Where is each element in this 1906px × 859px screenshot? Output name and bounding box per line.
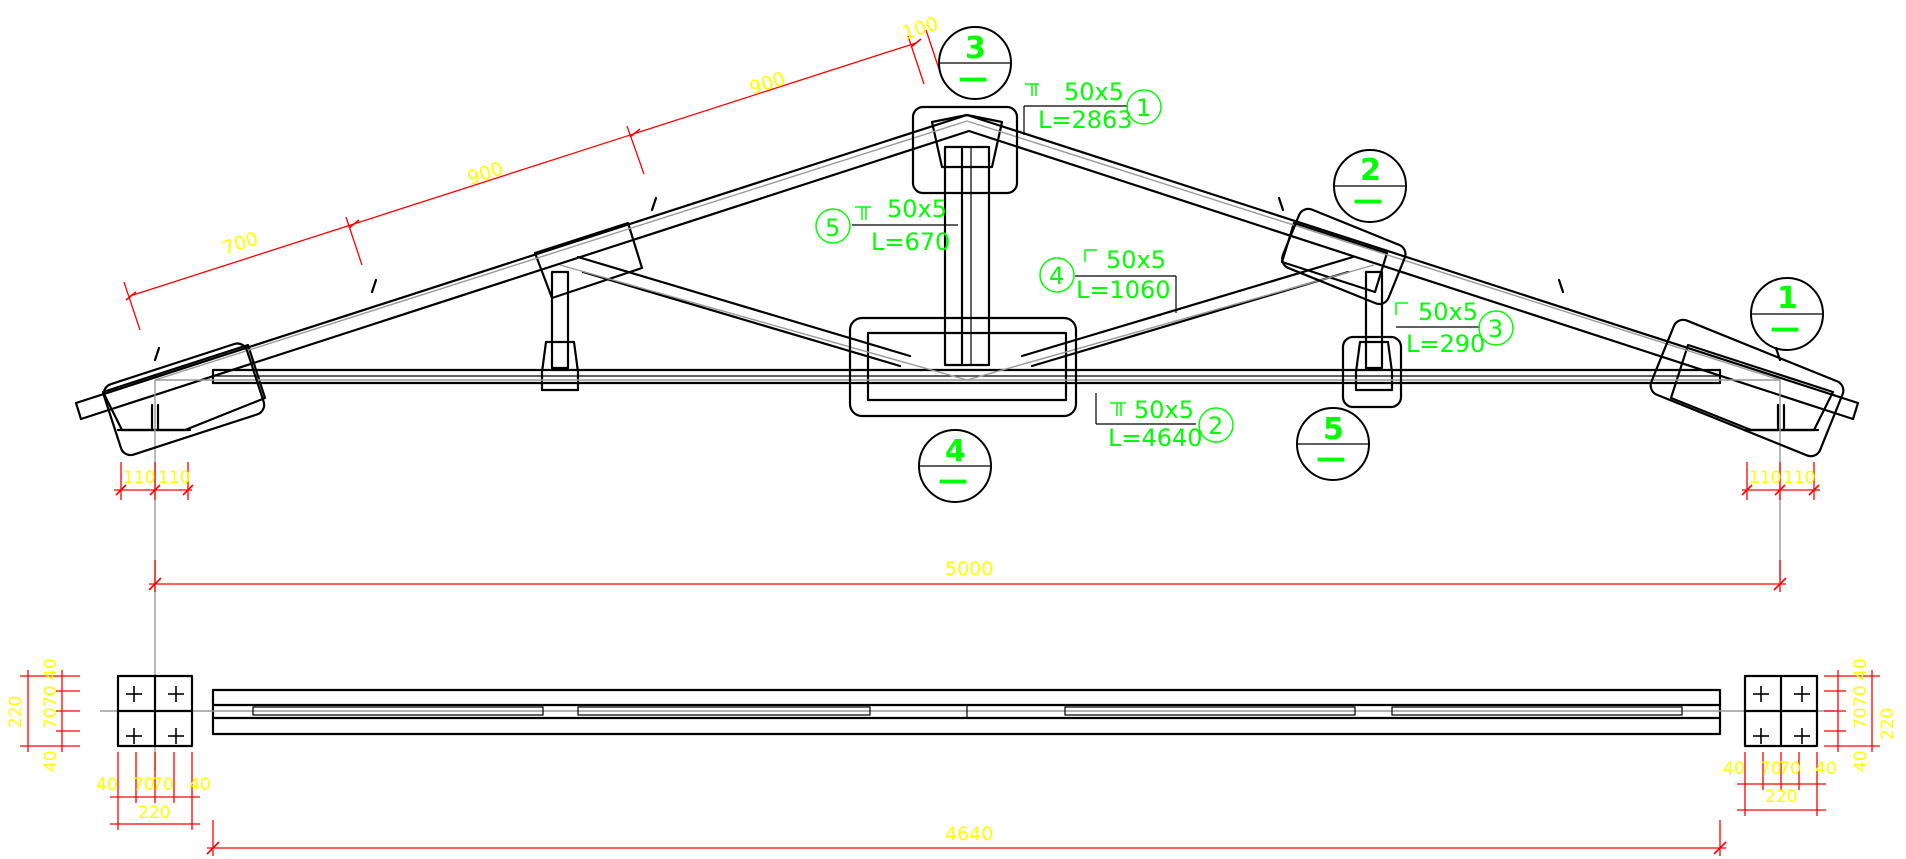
detail-2-number: 2 <box>1360 153 1381 188</box>
dim-plan-40-rv1: 40 <box>1851 658 1871 680</box>
member-3-length: L=290 <box>1406 330 1485 358</box>
dim-plan-70-rv2: 70 <box>1851 707 1871 729</box>
member-2-section: 50x5 <box>1134 396 1194 424</box>
dim-plan-70-lv2: 70 <box>41 707 61 729</box>
right-support <box>1669 343 1835 432</box>
vertical-left <box>540 270 580 392</box>
dim-plan-70-lh2: 70 <box>152 775 174 795</box>
detail-4-line: — <box>938 463 968 498</box>
top-chord-left <box>74 113 971 421</box>
detail-3-line: — <box>958 61 988 96</box>
dim-plan-40-lh1: 40 <box>96 775 118 795</box>
member-label-3: 50x5 L=290 3 <box>1395 298 1514 358</box>
member-1-section: 50x5 <box>1064 78 1124 106</box>
member-1-length: L=2863 <box>1038 106 1133 134</box>
detail-1-line: — <box>1770 311 1800 346</box>
truss-centerlines <box>154 120 1781 770</box>
dim-plan-40-rv2: 40 <box>1851 750 1871 772</box>
plan-right-v-dims: 40 70 70 40 220 <box>1824 658 1898 772</box>
left-support <box>101 343 267 432</box>
top-chord-dimensions: 700 900 900 100 <box>123 13 943 331</box>
dim-110-l1: 110 <box>123 468 155 488</box>
detail-5-number: 5 <box>1323 412 1344 447</box>
dim-plan-40-rh1: 40 <box>1723 759 1745 779</box>
plan-left-plate <box>116 674 194 748</box>
king-post <box>943 145 991 367</box>
bottom-chord <box>211 368 1722 385</box>
dim-plan-220-lh: 220 <box>138 803 170 823</box>
left-gusset <box>533 221 644 300</box>
detail-bubble-4: 4 — <box>918 429 992 503</box>
dim-plan-70-rh2: 70 <box>1779 759 1801 779</box>
dim-4640: 4640 <box>945 823 993 845</box>
detail-bubble-1: 1 — <box>1750 277 1824 351</box>
plan-right-plate <box>1743 674 1819 748</box>
dim-110-l2: 110 <box>158 468 190 488</box>
detail-bubble-5: 5 — <box>1296 407 1370 481</box>
detail-bubble-3: 3 — <box>938 26 1012 100</box>
dim-plan-40-rh2: 40 <box>1815 759 1837 779</box>
detail-bubble-2: 2 — <box>1333 149 1407 223</box>
detail-outlines <box>102 105 1845 458</box>
detail-3-number: 3 <box>965 31 986 66</box>
dim-plan-220-rv: 220 <box>1878 708 1898 740</box>
truss-elevation <box>74 105 1860 770</box>
dim-plan-40-lv1: 40 <box>41 658 61 680</box>
dim-plan-70-rh1: 70 <box>1760 759 1782 779</box>
dim-900-a: 900 <box>465 158 506 190</box>
dim-plan-40-lh2: 40 <box>189 775 211 795</box>
member-4-length: L=1060 <box>1076 276 1171 304</box>
plan-view: 220 40 70 70 40 40 70 70 40 220 <box>6 658 1898 856</box>
span-dimension: 5000 <box>148 558 1787 592</box>
member-5-length: L=670 <box>871 228 950 256</box>
member-4-section: 50x5 <box>1106 246 1166 274</box>
dim-100: 100 <box>900 13 941 45</box>
member-label-1: 50x5 L=2863 1 <box>1023 78 1162 135</box>
plan-length-dimension: 4640 <box>206 820 1727 856</box>
detail-5-line: — <box>1316 441 1346 476</box>
member-label-5: 50x5 L=670 5 <box>815 195 958 256</box>
dim-900-b: 900 <box>747 68 788 100</box>
top-chord-right <box>965 113 1860 421</box>
member-5-number: 5 <box>825 214 840 242</box>
right-plate-dimensions: 110 110 <box>1741 462 1820 500</box>
plan-bottom-chord <box>100 688 1835 736</box>
dim-plan-220-lv: 220 <box>6 696 26 728</box>
member-2-length: L=4640 <box>1108 424 1203 452</box>
member-1-number: 1 <box>1136 94 1151 122</box>
bolt-icon <box>1753 686 1810 744</box>
plan-left-v-dims: 220 40 70 70 40 <box>6 658 80 772</box>
dim-110-r1: 110 <box>1749 468 1781 488</box>
vertical-right <box>1354 270 1394 392</box>
dim-700: 700 <box>220 228 261 260</box>
detail-2-line: — <box>1353 183 1383 218</box>
dim-plan-70-rv1: 70 <box>1851 685 1871 707</box>
dim-plan-70-lh1: 70 <box>133 775 155 795</box>
dim-5000: 5000 <box>945 558 993 580</box>
plan-right-h-dims: 40 70 70 40 220 <box>1723 752 1837 816</box>
plan-left-h-dims: 40 70 70 40 220 <box>96 752 211 830</box>
member-label-4: 50x5 L=1060 4 <box>1039 246 1177 313</box>
member-4-number: 4 <box>1049 262 1064 290</box>
bolt-icon <box>126 686 184 744</box>
diagonal-left <box>576 255 912 368</box>
dim-110-r2: 110 <box>1783 468 1815 488</box>
dim-plan-40-lv2: 40 <box>41 750 61 772</box>
detail-4-number: 4 <box>945 434 966 469</box>
detail-1-number: 1 <box>1777 281 1798 316</box>
dim-plan-220-rh: 220 <box>1765 787 1797 807</box>
left-plate-dimensions: 110 110 <box>114 462 194 500</box>
member-3-section: 50x5 <box>1418 298 1478 326</box>
member-2-number: 2 <box>1208 412 1223 440</box>
member-5-section: 50x5 <box>887 195 947 223</box>
member-label-2: 50x5 L=4640 2 <box>1095 393 1234 452</box>
center-gusset <box>866 331 1068 402</box>
purlin-cleats <box>153 196 1782 362</box>
ridge-gusset <box>930 113 1004 169</box>
member-3-number: 3 <box>1488 315 1503 343</box>
dim-plan-70-lv1: 70 <box>41 685 61 707</box>
